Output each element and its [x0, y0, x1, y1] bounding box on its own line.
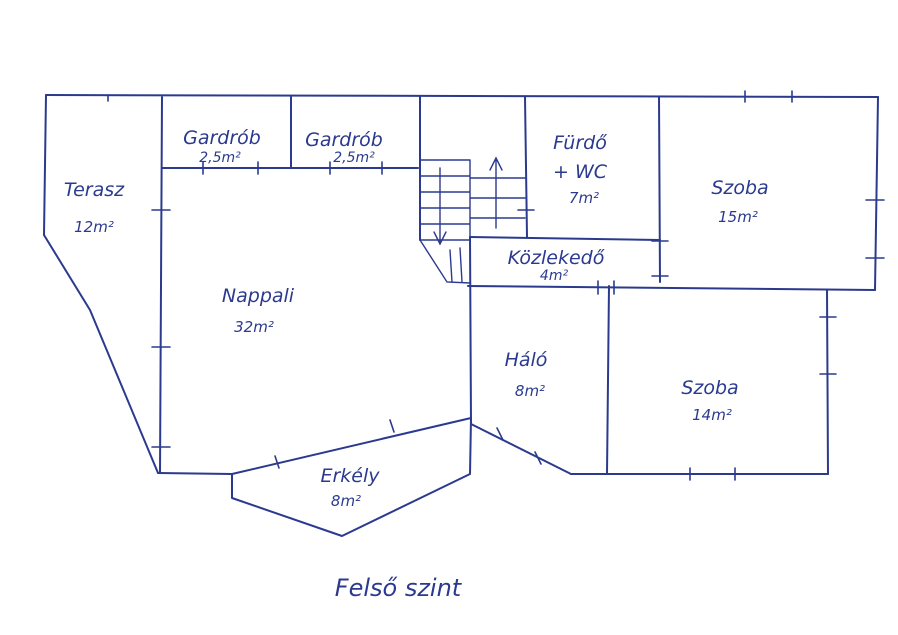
bedroom-room-divider [606, 285, 610, 475]
room-living-room: Nappali 32m² [222, 285, 295, 336]
room-terrace: Terasz 12m² [64, 179, 125, 236]
room-name-bedroom: Háló [505, 349, 548, 371]
room-bedroom: Háló 8m² [505, 349, 548, 400]
stair-wall-right [524, 96, 528, 238]
room-area-room-2: 14m² [692, 406, 732, 424]
room-bathroom: Fürdő + WC 7m² [553, 132, 608, 207]
wall-ticks [107, 90, 885, 481]
room-name-corridor: Közlekedő [508, 247, 605, 269]
outer-wall-right [874, 96, 879, 291]
room-area-wardrobe-1: 2,5m² [199, 150, 241, 166]
room-name-living-room: Nappali [222, 285, 295, 307]
room-name-bathroom: Fürdő [553, 132, 607, 154]
room-wardrobe-2: Gardrób 2,5m² [305, 129, 383, 166]
room-area-bedroom: 8m² [515, 382, 545, 400]
stair-arrow-down [433, 167, 447, 246]
room-area-terrace: 12m² [74, 218, 114, 236]
room-area-bathroom: 7m² [569, 189, 599, 207]
living-room-wall-bottom [157, 472, 233, 475]
room-name-wardrobe-1: Gardrób [183, 127, 261, 149]
room-name-balcony: Erkély [320, 465, 380, 487]
bedroom-wall-left [469, 236, 472, 425]
room-name-bathroom-wc: + WC [553, 161, 608, 183]
bathroom-wall-right [658, 96, 661, 283]
room-area-living-room: 32m² [234, 318, 274, 336]
living-room-wall-left [159, 96, 163, 474]
room-area-wardrobe-2: 2,5m² [333, 150, 375, 166]
terrace-wall-left [43, 94, 47, 236]
room-name-room-2: Szoba [681, 377, 738, 399]
corridor-wall-top [469, 236, 661, 241]
stair-arrow-up [489, 156, 503, 229]
room-name-room-1: Szoba [711, 177, 768, 199]
room-bedroom-2: Szoba 14m² [681, 377, 738, 424]
balcony-outline [231, 417, 472, 537]
bedroom-wall-diagonal [470, 423, 572, 475]
outer-wall-top [45, 94, 879, 98]
room-name-wardrobe-2: Gardrób [305, 129, 383, 151]
room-balcony: Erkély 8m² [320, 465, 380, 510]
stair-landing [419, 239, 471, 284]
corridor-wall-bottom [467, 285, 876, 291]
stair-treads [419, 159, 526, 241]
room-corridor: Közlekedő 4m² [508, 247, 605, 284]
room-bedroom-1: Szoba 15m² [711, 177, 768, 226]
plan-title: Felső szint [335, 574, 463, 602]
room-area-room-1: 15m² [718, 208, 758, 226]
room-wall-right [826, 289, 829, 475]
room-name-terrace: Terasz [64, 179, 125, 201]
room-area-balcony: 8m² [331, 492, 361, 510]
room-wardrobe-1: Gardrób 2,5m² [183, 127, 261, 166]
terrace-wall-diagonal [43, 234, 159, 474]
room-area-corridor: 4m² [540, 268, 569, 284]
